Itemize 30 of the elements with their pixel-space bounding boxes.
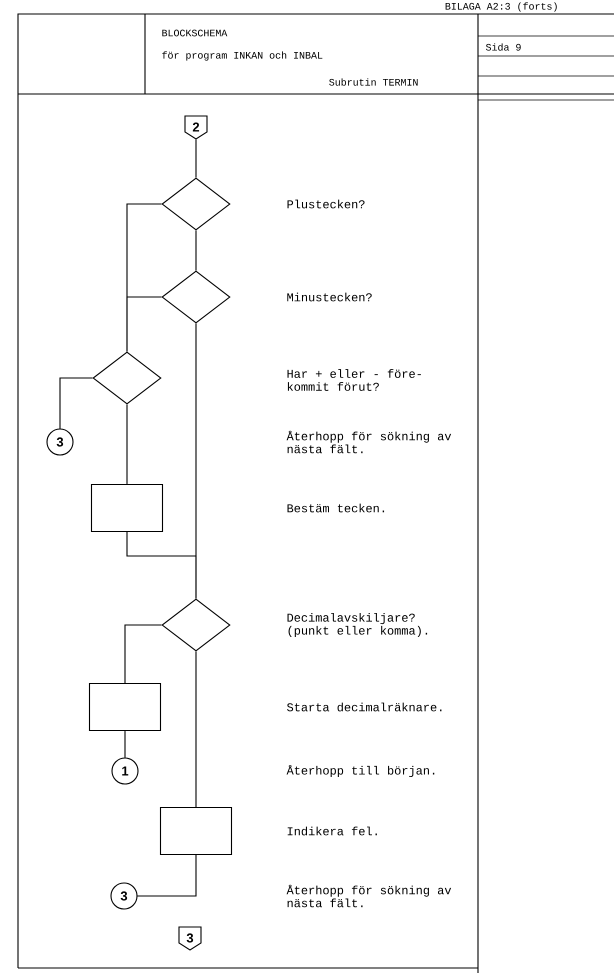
connector-line: [195, 230, 197, 270]
step-description: Plustecken?: [288, 200, 365, 208]
step-description: Återhopp för sökning av nästa fält.: [286, 884, 452, 908]
step-description: Minustecken?: [287, 292, 372, 302]
process-box: [90, 484, 164, 532]
connector-line: [126, 532, 197, 598]
connector-line: [138, 855, 197, 897]
step-description: Bestäm tecken.: [288, 504, 384, 512]
process-box: [160, 806, 232, 856]
header-text: Subrutin TERMIN: [329, 78, 418, 86]
connector-line: [59, 377, 92, 428]
connector-line: [195, 652, 197, 807]
header-text: BILAGA A2:3 (forts): [446, 2, 557, 12]
step-description: Återhopp för sökning av nästa fält.: [286, 430, 452, 454]
header-text: BLOCKSCHEMA: [162, 30, 228, 36]
offpage-connector: 2: [184, 115, 208, 140]
connector-line: [124, 624, 162, 683]
step-description: Har + eller - före- kommit förut?: [288, 369, 421, 391]
step-description: Indikera fel.: [288, 826, 377, 836]
header-text: Sida 9: [486, 43, 521, 51]
connector-line: [124, 731, 126, 758]
connector-line: [195, 140, 197, 178]
connector-line: [126, 296, 162, 352]
step-description: Starta decimalräknare.: [287, 702, 442, 712]
step-description: Decimalavskiljare? (punkt eller komma).: [288, 612, 428, 638]
header-text: för program INKAN och INBAL: [162, 51, 322, 61]
step-description: Återhopp till början.: [286, 765, 434, 777]
offpage-connector: 3: [178, 926, 202, 951]
connector-line: [126, 404, 128, 484]
process-box: [88, 682, 162, 732]
